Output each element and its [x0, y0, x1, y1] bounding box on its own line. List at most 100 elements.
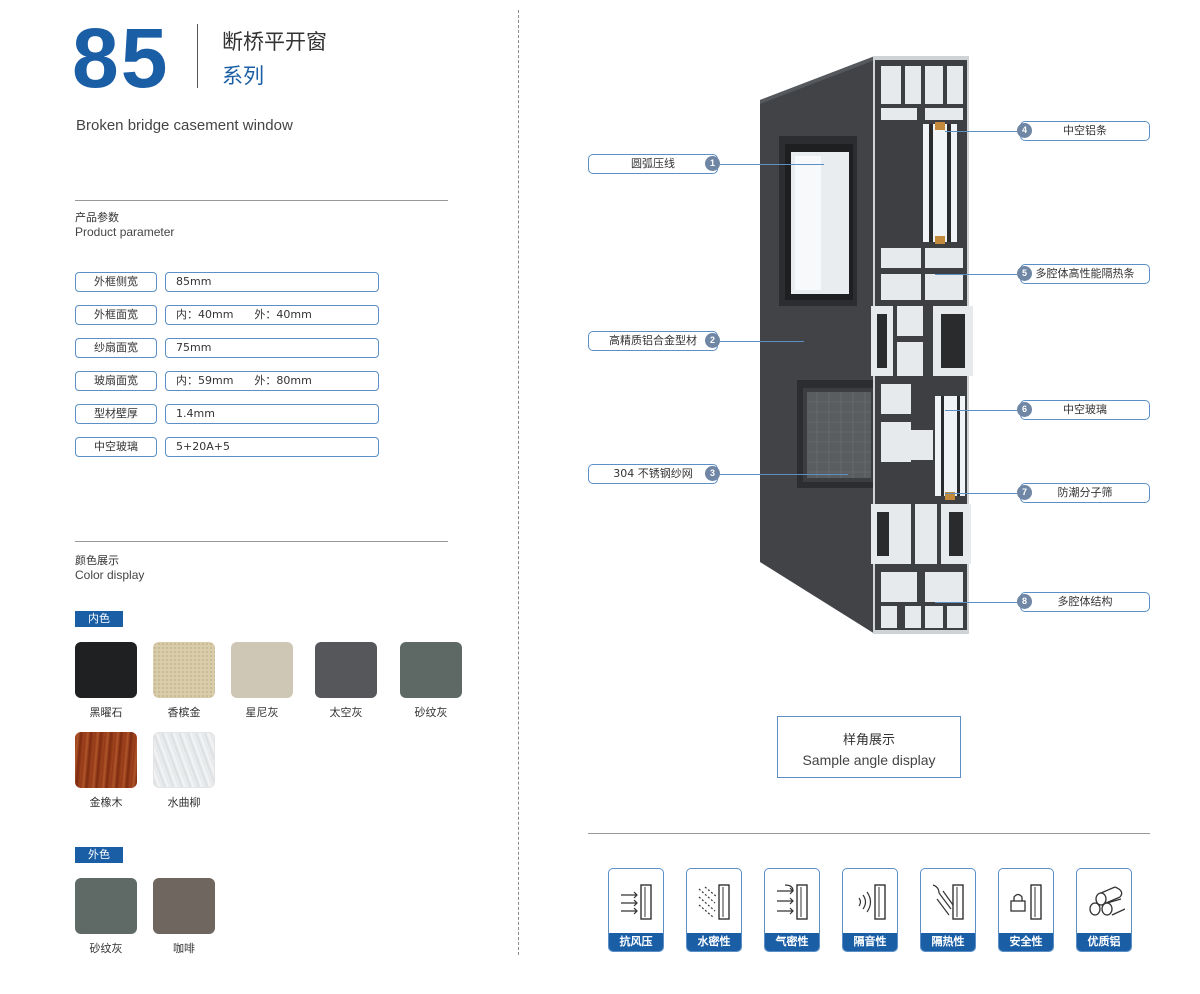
features-divider [588, 833, 1150, 834]
color-swatch-outer-sand-gray [75, 878, 137, 934]
series-number: 85 [72, 11, 170, 105]
swatch-label: 太空灰 [329, 706, 363, 719]
section-divider [75, 200, 448, 201]
callout-leader [935, 602, 1017, 603]
param-row: 外框面宽 内：40mm 外：40mm [75, 305, 379, 325]
callout-aluminum-profile: 高精质铝合金型材 [588, 331, 718, 351]
callout-leader [945, 410, 1017, 411]
param-row: 纱扇面宽 75mm [75, 338, 379, 358]
callout-badge: 3 [705, 466, 720, 481]
insulated-glass [923, 124, 957, 242]
callout-molecular-sieve: 防潮分子筛 [1020, 483, 1150, 503]
swatch-label: 水曲柳 [167, 796, 201, 809]
color-swatch-star-gray [231, 642, 293, 698]
page-divider [518, 10, 519, 955]
feature-air-tightness: 气密性 [764, 868, 820, 952]
sample-title-cn: 样角展示 [842, 733, 895, 748]
outer-color-tag: 外色 [75, 847, 123, 863]
callout-badge: 6 [1017, 402, 1032, 417]
callout-leader [720, 474, 848, 475]
callout-leader [720, 341, 804, 342]
feature-label: 气密性 [765, 933, 819, 951]
callout-insulated-glass: 中空玻璃 [1020, 400, 1150, 420]
param-label: 中空玻璃 [75, 437, 157, 457]
header-divider [197, 24, 198, 88]
callout-leader [935, 274, 1017, 275]
feature-quality-aluminum: 优质铝 [1076, 868, 1132, 952]
param-label: 纱扇面宽 [75, 338, 157, 358]
feature-label: 抗风压 [609, 933, 663, 951]
feature-label: 优质铝 [1077, 933, 1131, 951]
callout-badge: 7 [1017, 485, 1032, 500]
color-swatch-ash-wood [153, 732, 215, 788]
air-tightness-icon [777, 884, 808, 920]
color-swatch-golden-oak [75, 732, 137, 788]
feature-security: 安全性 [998, 868, 1054, 952]
param-value: 5+20A+5 [165, 437, 379, 457]
param-row: 外框侧宽 85mm [75, 272, 379, 292]
feature-label: 隔音性 [843, 933, 897, 951]
feature-label: 隔热性 [921, 933, 975, 951]
sample-title-en: Sample angle display [802, 752, 936, 768]
callout-badge: 2 [705, 333, 720, 348]
param-value: 75mm [165, 338, 379, 358]
feature-water-tightness: 水密性 [686, 868, 742, 952]
color-swatch-sand-gray [400, 642, 462, 698]
feature-label: 安全性 [999, 933, 1053, 951]
callout-hollow-spacer: 中空铝条 [1020, 121, 1150, 141]
color-swatch-outer-coffee [153, 878, 215, 934]
title-english: Broken bridge casement window [76, 117, 293, 134]
param-row: 型材壁厚 1.4mm [75, 404, 379, 424]
swatch-label: 星尼灰 [245, 706, 279, 719]
title-chinese: 断桥平开窗 [222, 30, 327, 54]
callout-arc-bead: 圆弧压线 [588, 154, 718, 174]
colors-heading-en: Color display [75, 568, 145, 582]
swatch-label: 香槟金 [167, 706, 201, 719]
param-label: 型材壁厚 [75, 404, 157, 424]
security-lock-icon [1010, 884, 1042, 920]
sound-insulation-icon [858, 884, 886, 920]
callout-leader [945, 493, 1017, 494]
param-label: 玻扇面宽 [75, 371, 157, 391]
callout-badge: 8 [1017, 594, 1032, 609]
swatch-label: 咖啡 [173, 942, 195, 955]
color-swatch-space-gray [315, 642, 377, 698]
callout-leader [720, 164, 824, 165]
param-value: 内：59mm 外：80mm [165, 371, 379, 391]
aluminum-bars-icon [1089, 886, 1125, 916]
color-swatch-obsidian [75, 642, 137, 698]
window-profile-illustration [760, 56, 973, 634]
param-label: 外框面宽 [75, 305, 157, 325]
callout-badge: 5 [1017, 266, 1032, 281]
aluminum-spacer [935, 122, 945, 130]
param-label: 外框侧宽 [75, 272, 157, 292]
color-swatch-champagne [153, 642, 215, 698]
param-value: 85mm [165, 272, 379, 292]
title-series: 系列 [222, 64, 264, 88]
feature-wind-pressure: 抗风压 [608, 868, 664, 952]
feature-heat-insulation: 隔热性 [920, 868, 976, 952]
param-row: 中空玻璃 5+20A+5 [75, 437, 379, 457]
callout-badge: 4 [1017, 123, 1032, 138]
water-tightness-icon [698, 884, 730, 920]
swatch-label: 黑曜石 [89, 706, 123, 719]
callout-leader [945, 131, 1017, 132]
param-value: 内：40mm 外：40mm [165, 305, 379, 325]
feature-label: 水密性 [687, 933, 741, 951]
callout-steel-mesh: 304 不锈钢纱网 [588, 464, 718, 484]
sample-angle-box: 样角展示 Sample angle display [777, 716, 961, 778]
param-row: 玻扇面宽 内：59mm 外：80mm [75, 371, 379, 391]
callout-multi-chamber: 多腔体结构 [1020, 592, 1150, 612]
colors-heading-cn: 颜色展示 [75, 554, 119, 567]
callout-thermal-strip: 多腔体高性能隔热条 [1020, 264, 1150, 284]
swatch-label: 砂纹灰 [89, 942, 123, 955]
section-divider [75, 541, 448, 542]
swatch-label: 金橡木 [89, 796, 123, 809]
feature-sound-insulation: 隔音性 [842, 868, 898, 952]
params-heading-cn: 产品参数 [75, 211, 119, 224]
swatch-label: 砂纹灰 [414, 706, 448, 719]
heat-insulation-icon [932, 884, 964, 920]
molecular-sieve [945, 492, 955, 500]
callout-badge: 1 [705, 156, 720, 171]
stainless-mesh [807, 392, 871, 478]
